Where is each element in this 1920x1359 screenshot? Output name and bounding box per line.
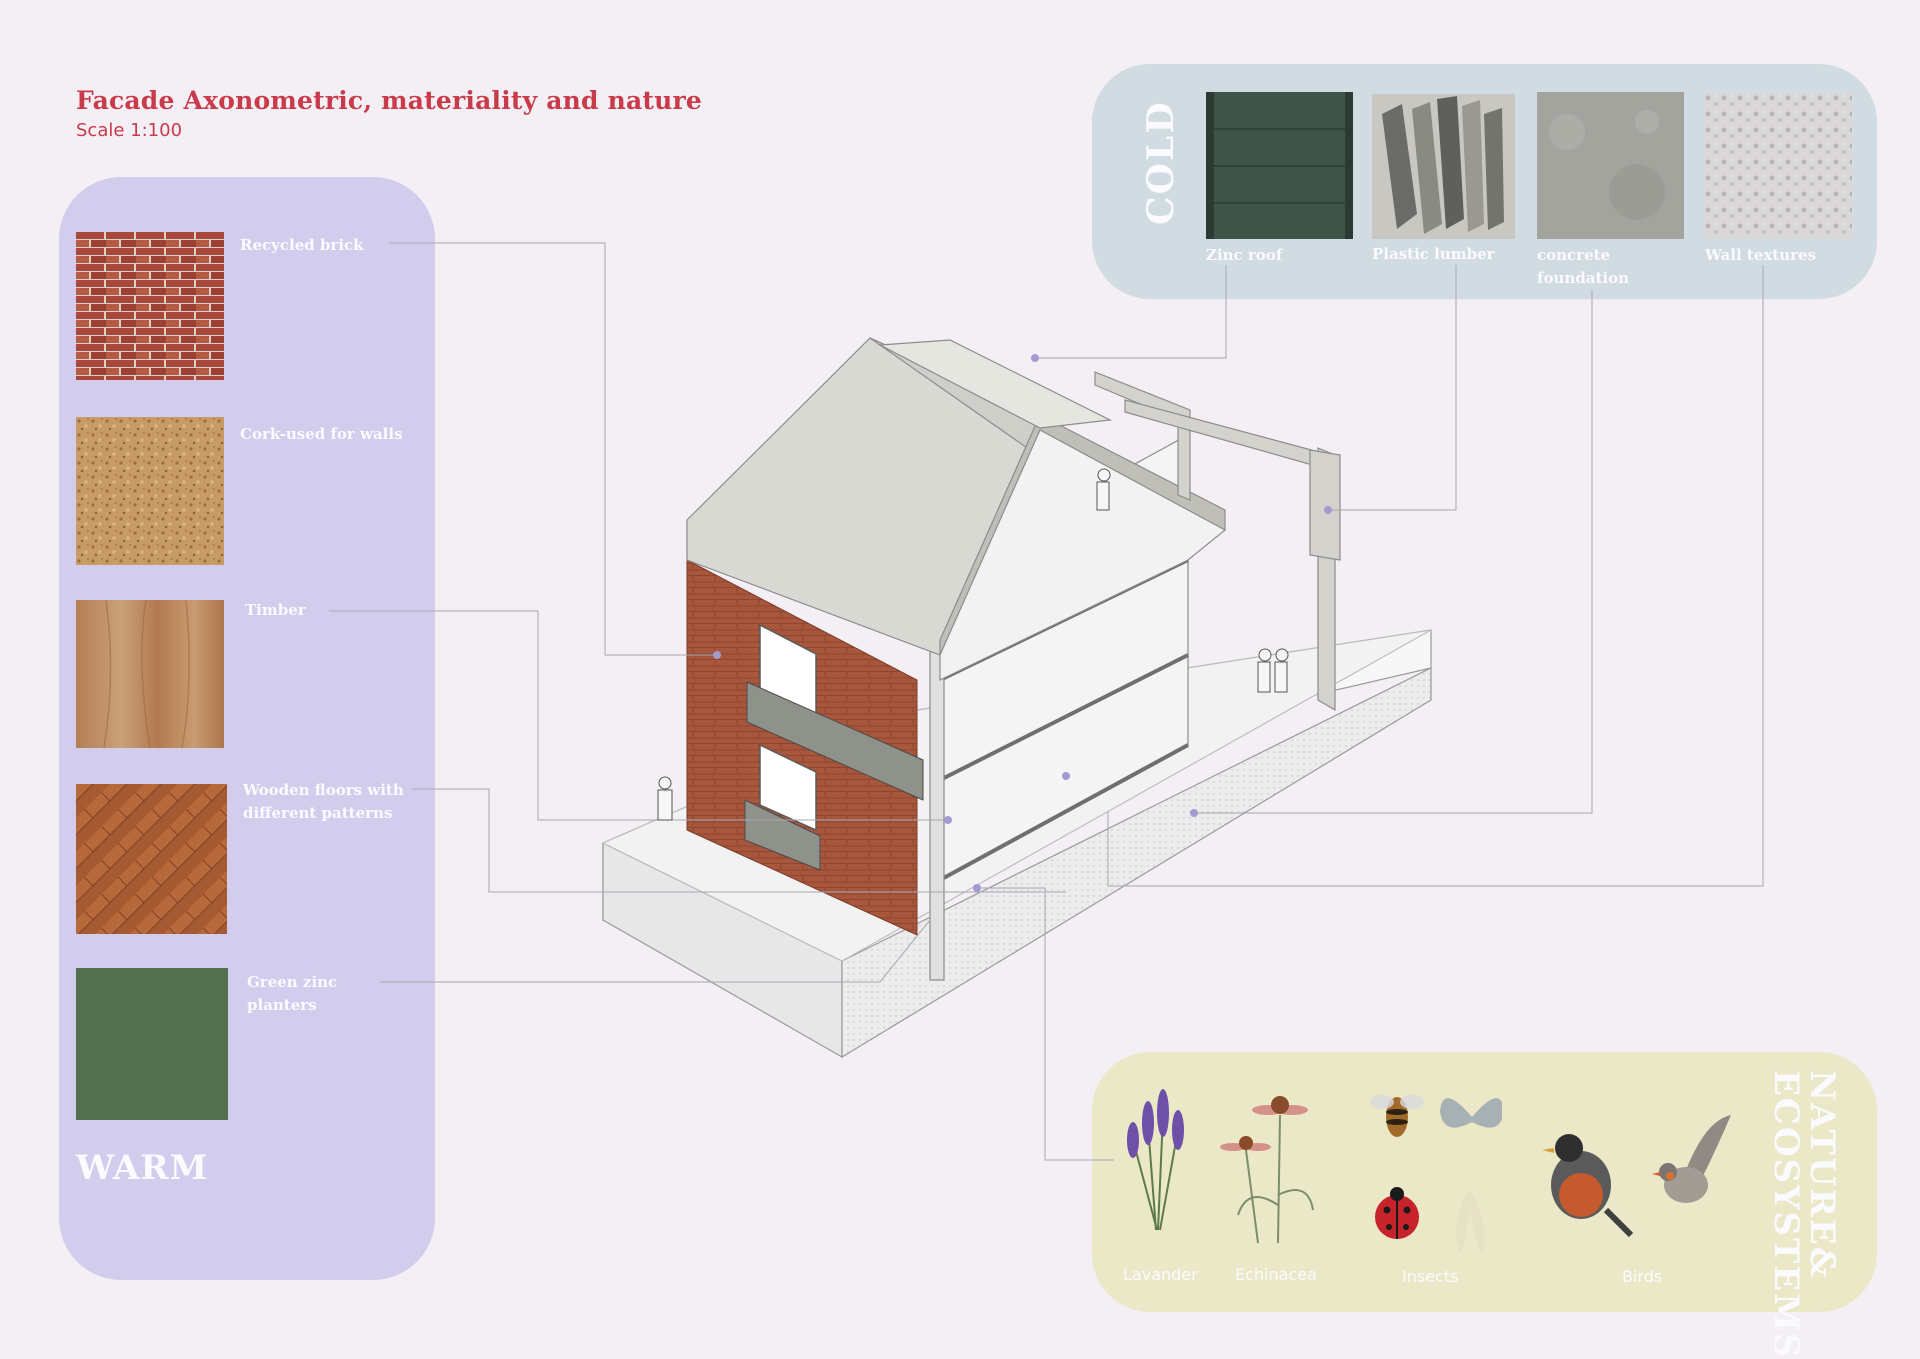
timber-frame [1094,371,1341,712]
echinacea-label: Echinacea [1235,1265,1317,1284]
lavander-illustration [1127,1089,1184,1231]
page-title: Facade Axonometric, materiality and natu… [76,86,703,115]
birds-illustration [1542,1115,1731,1238]
echinacea-illustration [1220,1096,1314,1244]
scale-label: Scale 1:100 [76,120,183,141]
insects-illustration [1370,1095,1502,1252]
warm-heading: WARM [76,1148,209,1188]
zinc-roof-swatch [1206,92,1353,239]
insects-label: Insects [1402,1267,1459,1286]
recycled-brick-swatch [76,232,224,380]
people-figures [657,468,1289,821]
concrete-swatch [1537,92,1684,239]
wall-texture-label: Wall textures [1705,246,1817,264]
wall-texture-swatch [1704,93,1852,239]
lavander-label: Lavander [1123,1265,1198,1284]
wooden-floor-label: Wooden floors with different patterns [243,781,404,822]
timber-label: Timber [245,601,306,619]
recycled-brick-label: Recycled brick [240,236,364,254]
concrete-label: concrete foundation [1537,246,1630,287]
leader-lines [329,242,1764,1161]
plastic-lumber-label: Plastic lumber [1372,245,1495,263]
gable-section [939,429,1227,681]
nature-ecosystems-panel [1092,1052,1877,1312]
birds-label: Birds [1622,1267,1663,1286]
facade-planters [744,681,924,871]
zinc-roof-label: Zinc roof [1206,246,1283,264]
leader-dots [713,354,1332,892]
brick-facade [686,559,918,936]
cork-label: Cork-used for walls [240,425,403,443]
green-zinc-swatch [76,968,228,1120]
wooden-floor-swatch [76,784,227,934]
plastic-lumber-swatch [1372,94,1515,239]
timber-swatch [76,600,224,748]
green-zinc-label: Green zinc planters [247,973,338,1014]
cork-swatch [76,417,224,565]
